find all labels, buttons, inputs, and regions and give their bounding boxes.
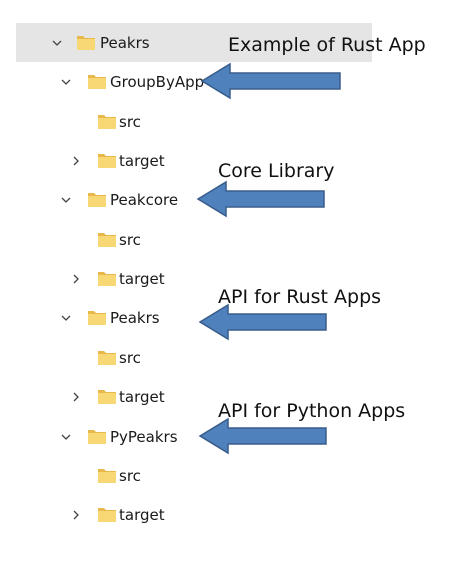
chevron-right-icon[interactable] <box>70 509 82 521</box>
tree-item-src[interactable]: src <box>0 102 180 141</box>
tree-item-label: src <box>119 230 141 249</box>
tree-item-label: Peakrs <box>100 33 150 52</box>
chevron-right-icon[interactable] <box>70 273 82 285</box>
tree-item-src[interactable]: src <box>0 456 180 495</box>
folder-icon <box>97 113 117 130</box>
tree-item-peakcore[interactable]: Peakcore <box>0 180 200 219</box>
folder-icon <box>97 152 117 169</box>
folder-icon <box>97 349 117 366</box>
annotation-label: Core Library <box>218 160 335 182</box>
tree-item-label: src <box>119 348 141 367</box>
tree-item-groupbyapp[interactable]: GroupByApp <box>0 62 230 101</box>
folder-icon <box>97 467 117 484</box>
chevron-right-icon[interactable] <box>70 391 82 403</box>
folder-icon <box>87 191 107 208</box>
tree-item-label: target <box>119 269 165 288</box>
annotation-label: API for Python Apps <box>218 400 406 422</box>
tree-item-label: target <box>119 151 165 170</box>
chevron-down-icon[interactable] <box>60 431 72 443</box>
annotation-label: Example of Rust App <box>228 34 426 56</box>
tree-item-src[interactable]: src <box>0 220 180 259</box>
folder-icon <box>87 73 107 90</box>
folder-icon <box>97 231 117 248</box>
tree-item-pypeakrs[interactable]: PyPeakrs <box>0 417 200 456</box>
tree-item-label: target <box>119 505 165 524</box>
arrow-left-icon <box>196 180 328 222</box>
chevron-down-icon[interactable] <box>60 312 72 324</box>
tree-item-label: PyPeakrs <box>110 427 178 446</box>
folder-icon <box>97 270 117 287</box>
tree-item-label: Peakrs <box>110 308 160 327</box>
folder-icon <box>97 388 117 405</box>
chevron-down-icon[interactable] <box>60 194 72 206</box>
tree-item-target[interactable]: target <box>0 259 180 298</box>
chevron-right-icon[interactable] <box>70 155 82 167</box>
chevron-down-icon[interactable] <box>60 76 72 88</box>
chevron-down-icon[interactable] <box>51 37 63 49</box>
tree-item-label: GroupByApp <box>110 72 205 91</box>
tree-item-label: src <box>119 112 141 131</box>
tree-item-peakrs[interactable]: Peakrs <box>0 298 200 337</box>
arrow-left-icon <box>198 417 330 459</box>
folder-icon <box>87 309 107 326</box>
tree-item-src[interactable]: src <box>0 338 180 377</box>
tree-item-label: src <box>119 466 141 485</box>
tree-item-label: Peakcore <box>110 190 179 209</box>
tree-item-target[interactable]: target <box>0 495 180 534</box>
arrow-left-icon <box>200 62 344 104</box>
folder-icon <box>76 34 96 51</box>
tree-item-target[interactable]: target <box>0 141 180 180</box>
tree-item-peakrs-root[interactable]: Peakrs <box>16 23 372 62</box>
tree-item-target[interactable]: target <box>0 377 180 416</box>
folder-icon <box>87 428 107 445</box>
annotation-label: API for Rust Apps <box>218 286 382 308</box>
arrow-left-icon <box>198 303 330 345</box>
tree-item-label: target <box>119 387 165 406</box>
folder-icon <box>97 506 117 523</box>
